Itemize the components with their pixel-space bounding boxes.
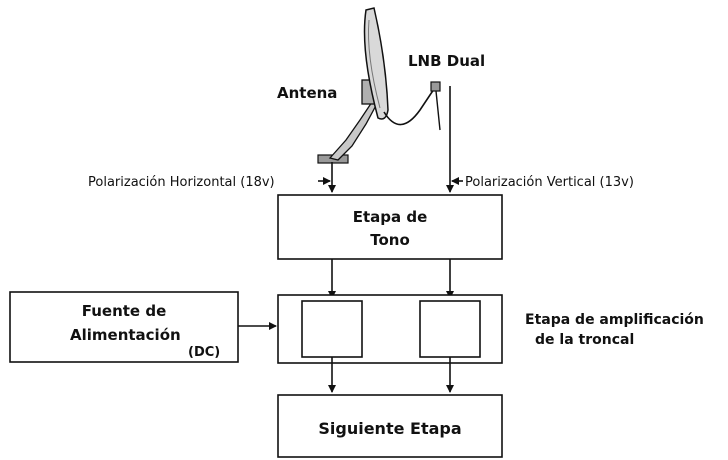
lnb-label: LNB Dual <box>408 52 485 70</box>
power-supply-title-line1: Fuente de <box>82 302 167 320</box>
antenna-label: Antena <box>277 84 337 102</box>
amplifier-left-block <box>301 300 363 358</box>
next-stage-title: Siguiente Etapa <box>318 419 461 438</box>
tone-stage-title-line1: Etapa de <box>353 208 428 226</box>
satellite-dish-icon <box>317 7 441 164</box>
next-stage-box <box>277 394 503 458</box>
amplification-stage-label-line1: Etapa de amplificación <box>525 312 704 328</box>
vertical-polarization-label: Polarización Vertical (13v) <box>465 175 634 190</box>
power-supply-box <box>9 291 239 363</box>
amplifier-right-block <box>419 300 481 358</box>
tone-stage-title-line2: Tono <box>370 231 410 249</box>
horizontal-polarization-label: Polarización Horizontal (18v) <box>88 175 275 190</box>
power-supply-title-line2: Alimentación <box>70 326 181 344</box>
amplification-stage-label-line2: de la troncal <box>535 332 634 348</box>
tone-stage-box <box>277 194 503 260</box>
power-supply-dc-label: (DC) <box>188 345 220 360</box>
